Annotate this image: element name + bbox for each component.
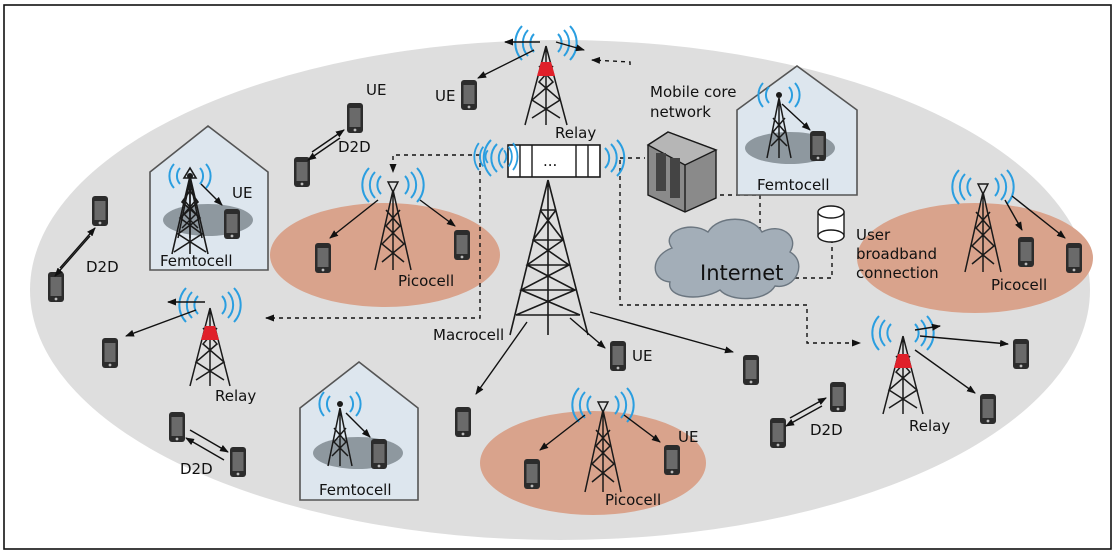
relay-label-left: Relay xyxy=(215,387,256,405)
broadband-modem-icon xyxy=(817,205,845,243)
relay-label-top: Relay xyxy=(555,124,596,142)
d2d-label-left: D2D xyxy=(86,258,119,276)
d2d-top-ue-label: UE xyxy=(366,81,386,99)
core-network-label: Mobile core network xyxy=(650,83,741,121)
internet-label: Internet xyxy=(700,261,783,285)
pico-tower-right: Picocell xyxy=(951,169,1066,294)
picocell-area-right xyxy=(857,203,1093,313)
d2d-label-top: D2D xyxy=(338,138,371,156)
pico-tower-bottom: Picocell UE xyxy=(539,387,698,509)
picocell-area-left xyxy=(270,203,500,307)
picocell-label-right: Picocell xyxy=(991,276,1047,294)
femtocell-label-top-right: Femtocell xyxy=(757,176,830,194)
relay-label-right: Relay xyxy=(909,417,950,435)
femtocell-ue-label: UE xyxy=(232,184,252,202)
macrocell-tower: ... xyxy=(473,142,601,336)
relay-tower-top: Relay UE xyxy=(435,25,596,142)
femtocell-label-left: Femtocell xyxy=(160,252,233,270)
picocell-label-left: Picocell xyxy=(398,272,454,290)
macro-links xyxy=(475,311,734,395)
relay-top-ue-label: UE xyxy=(435,87,455,105)
d2d-links xyxy=(54,129,827,461)
frame-border xyxy=(3,4,1112,550)
broadband-label: User broadband connection xyxy=(856,226,942,282)
macro-signal-icon xyxy=(482,139,626,177)
relay-tower-left: Relay xyxy=(125,287,256,405)
femto-tower-top-right xyxy=(757,82,801,159)
macro-ellipsis: ... xyxy=(543,152,557,170)
macro-ue-label: UE xyxy=(632,347,652,365)
femto-tower-bottom xyxy=(318,391,362,467)
femtocell-label-bottom: Femtocell xyxy=(319,481,392,499)
picocell-ue-label: UE xyxy=(678,428,698,446)
femto-tower-left xyxy=(168,163,212,239)
pico-tower-left: Picocell xyxy=(329,167,456,290)
relay-tower-right: Relay xyxy=(871,315,1009,435)
core-network-server-icon xyxy=(646,131,718,213)
d2d-label-bottom-right: D2D xyxy=(810,421,843,439)
d2d-label-bottom-left: D2D xyxy=(180,460,213,478)
macrocell-label: Macrocell xyxy=(433,326,504,344)
picocell-label-bottom: Picocell xyxy=(605,491,661,509)
internet-cloud-icon xyxy=(654,218,800,300)
